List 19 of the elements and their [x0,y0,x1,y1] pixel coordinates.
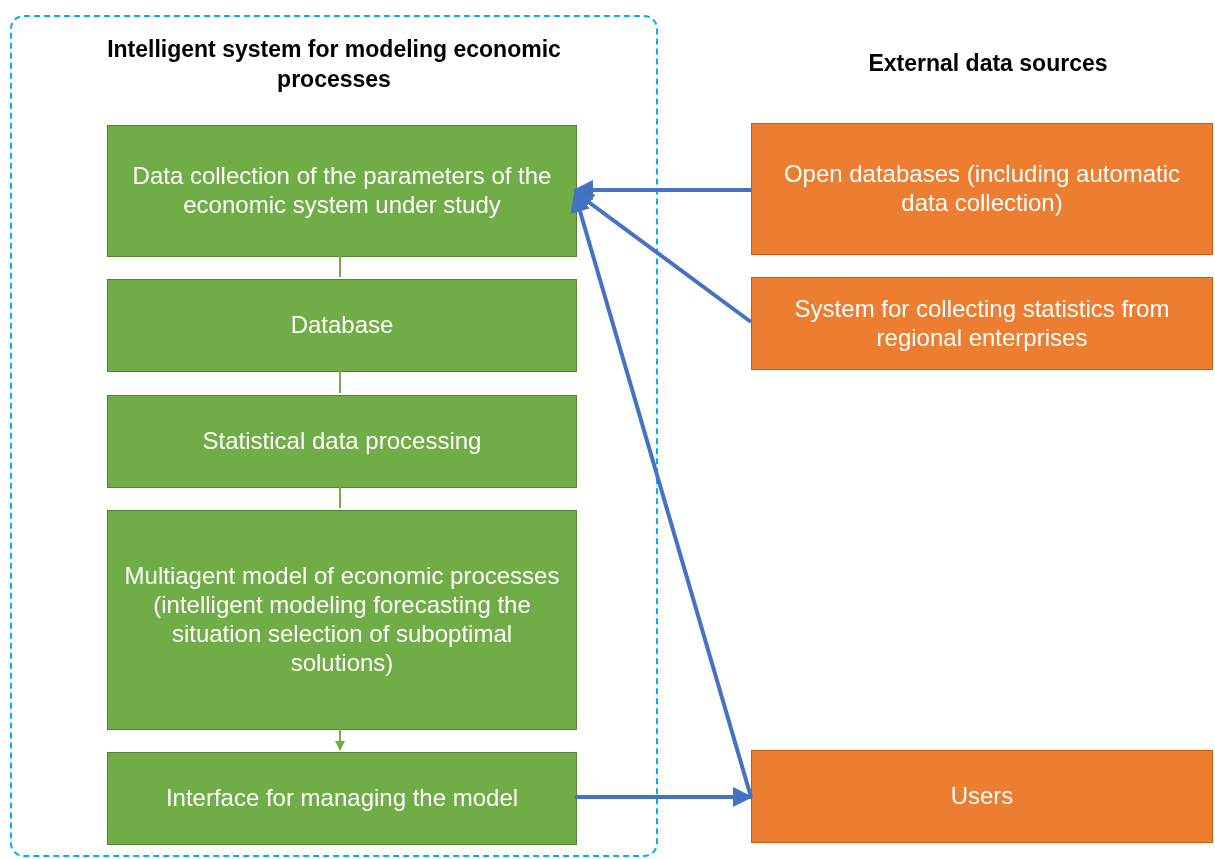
arrow [573,180,751,200]
arrow [335,727,345,751]
arrow [573,190,753,324]
source-box: Users [751,750,1213,843]
column-heading: External data sources [867,50,1109,77]
process-box: Interface for managing the model [107,752,577,845]
process-box: Statistical data processing [107,395,577,488]
connector-line [339,485,341,509]
process-box: Data collection of the parameters of the economic system under study [107,125,577,257]
source-box: System for collecting statistics from regional enterprises [751,277,1213,370]
arrow [575,787,753,807]
dashed-group-frame [10,15,658,857]
connector-line [339,254,341,278]
arrow [570,192,753,798]
source-box: Open databases (including automatic data collection) [751,123,1213,255]
connector-line [339,369,341,394]
process-box: Multiagent model of economic processes (intelligent modeling forecasting the situation selection of suboptimal solutions) [107,510,577,730]
process-box: Database [107,279,577,372]
group-heading: Intelligent system for modeling economic processes [106,35,562,94]
